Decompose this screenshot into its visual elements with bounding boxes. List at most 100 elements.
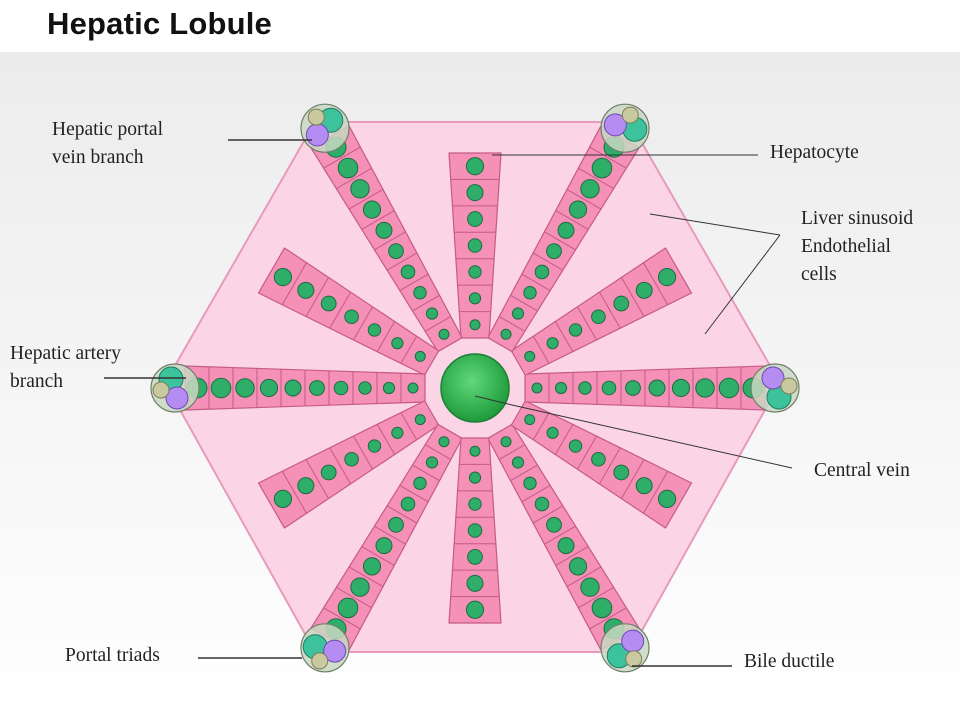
- hepatocyte-nucleus: [695, 378, 715, 398]
- hepatocyte-nucleus: [671, 378, 691, 398]
- hepatocyte-nucleus: [635, 477, 653, 495]
- hepatocyte-nucleus: [613, 295, 630, 312]
- hepatocyte-nucleus: [625, 380, 641, 396]
- hepatic-artery-cell: [305, 123, 329, 147]
- hepatocyte-nucleus: [554, 381, 568, 395]
- hepatocyte-nucleus: [259, 378, 279, 398]
- hepatocyte-nucleus: [337, 597, 359, 619]
- hepatocyte-nucleus: [500, 328, 512, 340]
- hepatocyte-cord: [257, 400, 440, 529]
- portal-triads-group: [150, 103, 800, 673]
- hepatocyte-nucleus: [273, 489, 293, 508]
- hepatocyte-nucleus: [465, 157, 485, 176]
- hepatocyte-nucleus: [465, 600, 485, 619]
- hepatocyte-nucleus: [337, 157, 359, 179]
- central-vein: [440, 353, 510, 423]
- hepatocyte-nucleus: [511, 456, 525, 469]
- label-bile-ductile: Bile ductile: [744, 651, 835, 672]
- hepatocyte-nucleus: [414, 414, 426, 426]
- leader-central-vein-2: [474, 395, 513, 406]
- hepatocyte-nucleus: [546, 243, 562, 260]
- label-central-vein: Central vein: [814, 460, 910, 481]
- hepatocyte-nucleus: [414, 350, 426, 362]
- hepatocyte-cord: [310, 423, 463, 651]
- label-portal-triads: Portal triads: [65, 645, 160, 666]
- title-bar: Hepatic Lobule: [0, 0, 960, 52]
- hepatic-artery-cell: [165, 386, 189, 410]
- hepatocyte-nucleus: [591, 597, 613, 619]
- hepatocyte-nucleus: [468, 471, 482, 484]
- hepatocyte-nucleus: [500, 436, 512, 448]
- hepatocyte-nucleus: [358, 381, 372, 395]
- hepatocyte-cord: [524, 365, 766, 411]
- hepatocyte-nucleus: [367, 439, 382, 453]
- hepatocyte-nucleus: [591, 157, 613, 179]
- hepatocyte-nucleus: [367, 323, 382, 337]
- hepatocyte-nucleus: [466, 184, 484, 202]
- hepatocyte-nucleus: [580, 179, 600, 199]
- hepatocyte-nucleus: [635, 281, 653, 299]
- hepatocyte-nucleus: [297, 281, 315, 299]
- hepatocyte-nucleus: [413, 476, 427, 490]
- hepatocyte-nucleus: [534, 496, 550, 512]
- hepatocyte-nucleus: [425, 456, 439, 469]
- bile-ductile-cell: [152, 381, 170, 399]
- hepatocyte-cords: [184, 125, 766, 651]
- hepatocyte-nucleus: [400, 496, 416, 512]
- hepatic-artery-cell: [621, 629, 645, 653]
- leader-sinusoid-1: [649, 213, 781, 236]
- hepatocyte-nucleus: [284, 379, 302, 397]
- hepatocyte-nucleus: [601, 380, 617, 396]
- hepatocyte-nucleus: [546, 426, 559, 439]
- page-title: Hepatic Lobule: [47, 6, 272, 41]
- hepatocyte-cord: [487, 125, 640, 353]
- hepatocyte-nucleus: [534, 264, 550, 280]
- hepatocyte-nucleus: [235, 378, 255, 398]
- label-artery-branch: Hepatic artery branch: [10, 343, 121, 392]
- hepatocyte-nucleus: [591, 309, 606, 325]
- hepatocyte-nucleus: [391, 337, 404, 350]
- hepatocyte-nucleus: [557, 537, 575, 555]
- label-portal-vein-branch: Hepatic portal vein branch: [52, 119, 163, 168]
- hepatocyte-nucleus: [344, 451, 359, 467]
- hepatocyte-nucleus: [467, 211, 483, 227]
- hepatocyte-nucleus: [469, 445, 481, 457]
- hepatocyte-nucleus: [388, 516, 404, 533]
- hepatocyte-cord: [448, 152, 502, 339]
- label-liver-sinusoid: Liver sinusoid Endothelial cells: [801, 208, 914, 285]
- bile-ductile-cell: [307, 108, 325, 126]
- hepatocyte-cord: [510, 247, 693, 376]
- leader-central-vein-1: [511, 404, 793, 469]
- hepatocyte-nucleus: [568, 557, 588, 576]
- hepatocyte-nucleus: [413, 286, 427, 300]
- hepatocyte-nucleus: [391, 426, 404, 439]
- hepatocyte-nucleus: [320, 295, 337, 312]
- hepatocyte-nucleus: [531, 382, 543, 394]
- bile-ductile-cell: [311, 652, 329, 670]
- hepatocyte-nucleus: [524, 414, 536, 426]
- portal-triad: [600, 623, 650, 673]
- hepatocyte-nucleus: [657, 268, 677, 287]
- hepatocyte-nucleus: [375, 221, 393, 239]
- hepatocyte-nucleus: [469, 319, 481, 331]
- hepatocyte-nucleus: [648, 379, 666, 397]
- hepatocyte-nucleus: [273, 268, 293, 287]
- hepatocyte-nucleus: [657, 489, 677, 508]
- label-hepatocyte: Hepatocyte: [770, 142, 859, 163]
- hepatocyte-nucleus: [466, 574, 484, 592]
- portal-triad: [300, 623, 350, 673]
- bile-ductile-cell: [780, 377, 798, 395]
- hepatocyte-nucleus: [467, 238, 483, 253]
- hepatocyte-nucleus: [568, 439, 583, 453]
- hepatocyte-nucleus: [468, 265, 482, 279]
- hepatocyte-nucleus: [375, 537, 393, 555]
- hepatocyte-nucleus: [467, 523, 483, 538]
- hepatocyte-nucleus: [388, 243, 404, 260]
- hepatocyte-nucleus: [511, 307, 525, 320]
- hepatocyte-nucleus: [468, 497, 482, 511]
- hepatocyte-nucleus: [523, 476, 537, 490]
- hepatocyte-nucleus: [591, 451, 606, 467]
- hepatocyte-nucleus: [350, 179, 370, 199]
- hepatocyte-cord: [310, 125, 463, 353]
